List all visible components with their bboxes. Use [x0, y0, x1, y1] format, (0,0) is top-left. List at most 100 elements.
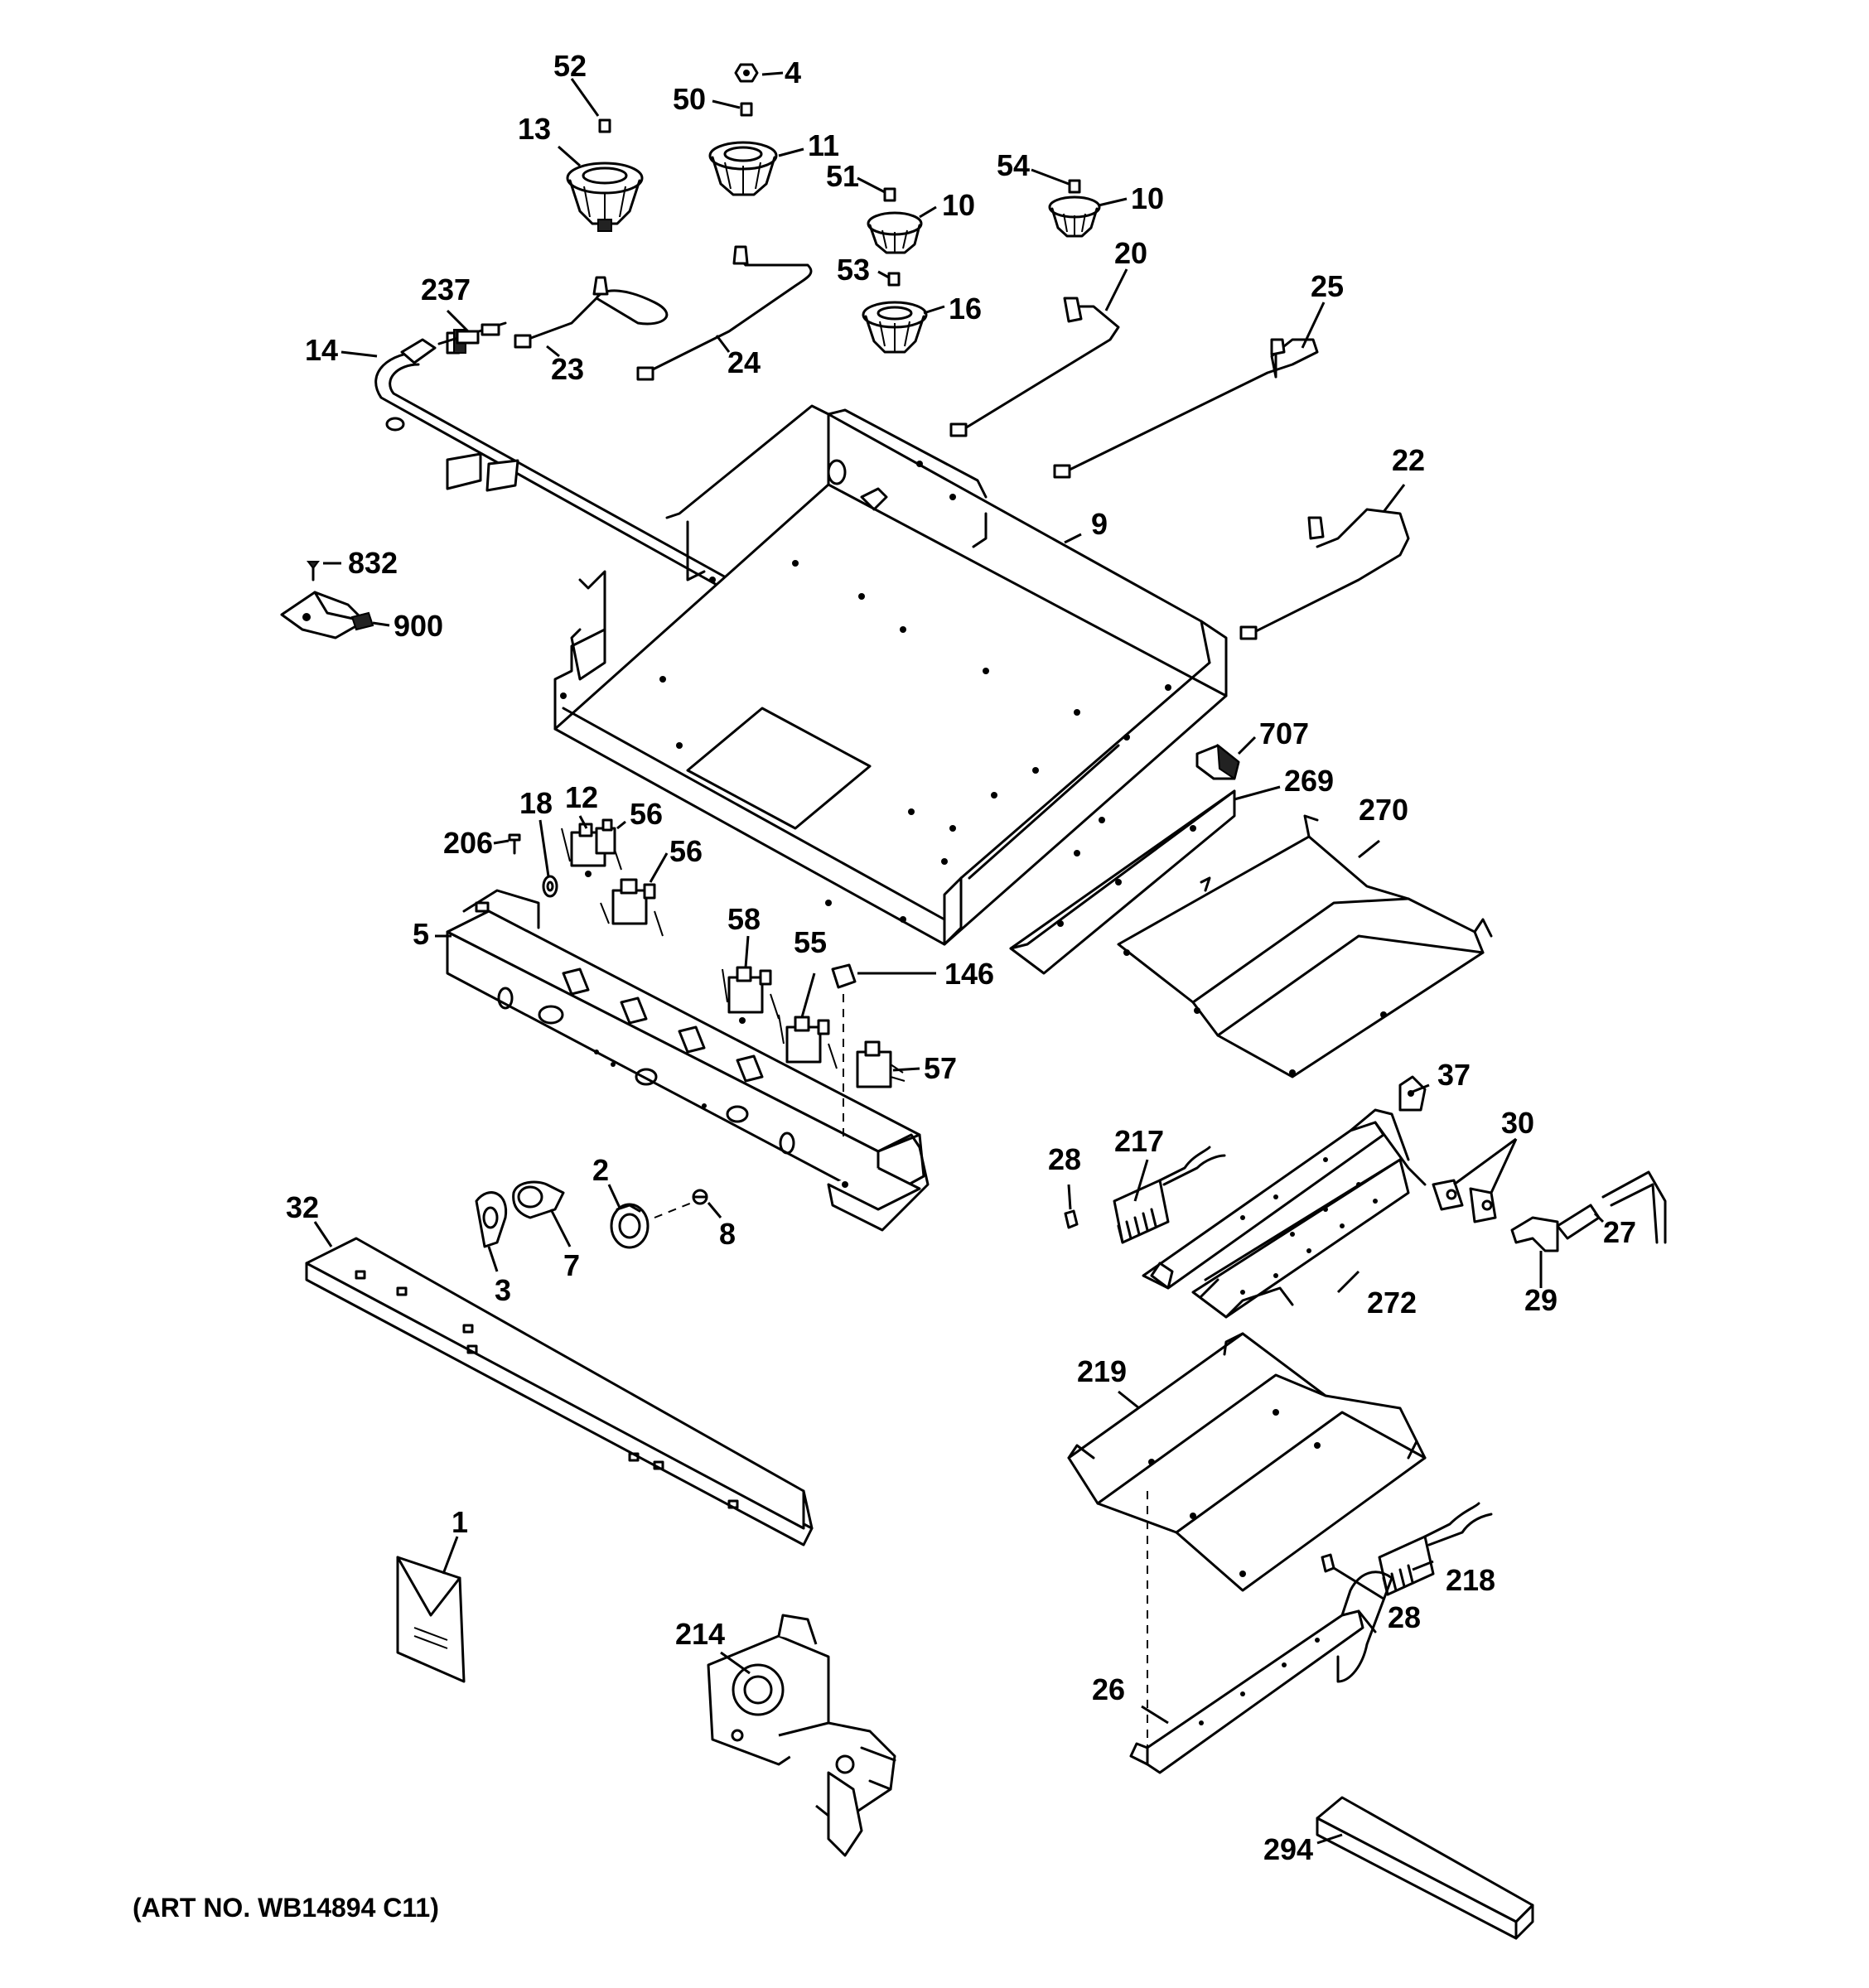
- screw-8: [692, 1189, 708, 1205]
- callout-20: 20: [1114, 236, 1147, 270]
- literature-envelope-1: [396, 1556, 466, 1683]
- switch-56-upper: [595, 818, 616, 855]
- broil-burner-assembly: [1142, 1108, 1427, 1290]
- callout-8: 8: [719, 1217, 736, 1251]
- callout-218: 218: [1446, 1563, 1495, 1597]
- callout-24: 24: [727, 345, 761, 379]
- callout-219: 219: [1077, 1354, 1127, 1388]
- art-number: (ART NO. WB14894 C11): [133, 1893, 439, 1923]
- switch-56-lower: [600, 878, 664, 937]
- callout-16: 16: [949, 292, 982, 326]
- burner-tube-25: [1053, 338, 1319, 479]
- callout-51: 51: [826, 159, 859, 193]
- trim-strip-32: [305, 1237, 814, 1546]
- callout-14: 14: [305, 333, 338, 367]
- callout-27: 27: [1603, 1215, 1636, 1249]
- callout-10-left: 10: [942, 188, 975, 222]
- clip-28-lower: [1321, 1553, 1335, 1573]
- igniter-217: [1113, 1146, 1226, 1244]
- callout-56-upper: 56: [630, 797, 663, 831]
- callout-13: 13: [518, 112, 551, 146]
- callout-29: 29: [1524, 1283, 1558, 1317]
- elbow-29: [1510, 1216, 1559, 1252]
- callout-57: 57: [924, 1051, 957, 1085]
- knob-bezel-3: [475, 1191, 508, 1248]
- callout-labels: 52 4 50 13 11 51 10 54 10 53 16 20 25 23…: [286, 49, 1636, 1866]
- callout-11: 11: [808, 128, 839, 162]
- callout-55: 55: [794, 925, 827, 959]
- callout-270: 270: [1359, 793, 1408, 827]
- callout-5: 5: [413, 917, 429, 951]
- callout-10-right: 10: [1131, 181, 1164, 215]
- callout-7: 7: [563, 1248, 580, 1282]
- callout-54: 54: [997, 148, 1030, 182]
- orifice-holder-237: [437, 321, 507, 345]
- callout-217: 217: [1114, 1124, 1164, 1158]
- burner-tube-20: [949, 297, 1120, 437]
- callout-53: 53: [837, 253, 870, 287]
- callout-237: 237: [421, 273, 471, 306]
- callout-28-upper: 28: [1048, 1142, 1081, 1176]
- callout-23: 23: [551, 352, 584, 386]
- screw-206: [508, 833, 521, 855]
- burner-head-11: [708, 141, 778, 196]
- orifice-set: [598, 63, 1081, 287]
- burner-box-9: [553, 404, 1228, 946]
- callout-832: 832: [348, 546, 398, 580]
- clip-28-upper: [1064, 1209, 1079, 1229]
- clip-146: [831, 963, 857, 989]
- callout-214: 214: [675, 1617, 725, 1651]
- burner-tube-22: [1239, 508, 1410, 640]
- callout-56-lower: 56: [669, 834, 703, 868]
- burner-head-13: [566, 162, 644, 232]
- manifold-panel-5: [446, 889, 930, 1232]
- switch-55: [778, 1014, 838, 1069]
- burner-tube-24: [636, 245, 813, 381]
- bracket-707: [1195, 743, 1240, 780]
- igniter-218: [1378, 1502, 1493, 1596]
- callout-269: 269: [1284, 764, 1334, 798]
- callout-50: 50: [673, 82, 706, 116]
- panel-269: [1009, 789, 1236, 975]
- callout-28-lower: 28: [1388, 1600, 1421, 1634]
- leader-lines: [313, 71, 1605, 1845]
- knob-2: [610, 1203, 650, 1249]
- flame-spreader-272: [1191, 1158, 1410, 1319]
- burner-head-16: [862, 301, 928, 354]
- igniter-bracket-30: [1432, 1179, 1497, 1223]
- washer-18: [542, 875, 558, 898]
- callout-52: 52: [553, 49, 587, 83]
- burner-head-10-right: [1048, 195, 1101, 238]
- callout-3: 3: [495, 1273, 511, 1307]
- switch-58: [722, 966, 780, 1024]
- callout-1: 1: [452, 1505, 468, 1539]
- callout-294: 294: [1263, 1832, 1313, 1866]
- callout-2: 2: [592, 1153, 609, 1187]
- callout-30: 30: [1501, 1106, 1534, 1140]
- callout-146: 146: [944, 957, 994, 991]
- knob-7: [512, 1180, 565, 1219]
- callout-25: 25: [1311, 269, 1344, 303]
- callout-900: 900: [394, 609, 443, 643]
- callout-26: 26: [1092, 1672, 1125, 1706]
- bracket-37: [1398, 1075, 1427, 1112]
- callout-18: 18: [519, 786, 553, 820]
- switch-57: [856, 1040, 906, 1088]
- bracket-294: [1316, 1796, 1534, 1940]
- callout-9: 9: [1091, 507, 1108, 541]
- burner-cover-219: [1067, 1332, 1427, 1592]
- bracket-900: [280, 591, 374, 639]
- screw-832: [307, 561, 320, 581]
- callout-32: 32: [286, 1190, 319, 1224]
- gas-valve-214: [707, 1614, 896, 1857]
- callout-4: 4: [785, 55, 801, 89]
- callout-58: 58: [727, 902, 761, 936]
- callout-37: 37: [1437, 1058, 1471, 1092]
- callout-707: 707: [1259, 717, 1309, 750]
- panel-270: [1117, 814, 1493, 1078]
- callout-272: 272: [1367, 1286, 1417, 1320]
- bake-burner-26: [1129, 1571, 1393, 1774]
- burner-tube-23: [514, 276, 669, 349]
- callout-206: 206: [443, 826, 493, 860]
